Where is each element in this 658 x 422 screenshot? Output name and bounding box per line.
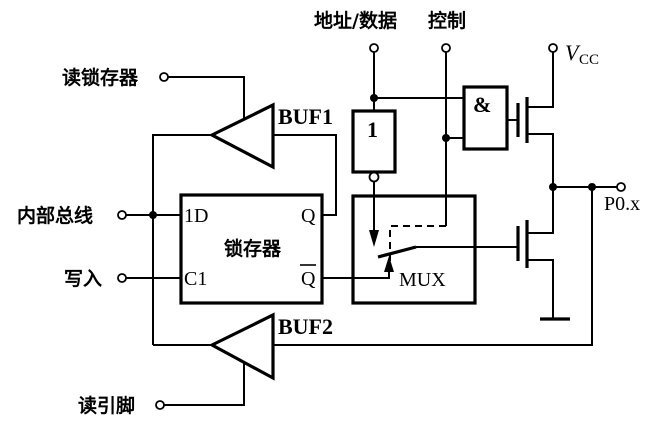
latch-q-label: Q [301,205,316,227]
buf1-label: BUF1 [278,104,333,129]
internal-bus-terminal [117,210,127,220]
write-terminal [117,273,127,283]
read-pin-terminal [155,400,165,410]
addr-data-label: 地址/数据 [314,9,397,32]
upper-fet-source [527,133,554,187]
latch-qbar-label: Q [301,268,316,290]
read-pin-wire [164,362,245,406]
bus-junction-dot [149,211,157,219]
latch-label: 锁存器 [224,237,282,260]
vcc-subscript: CC [579,52,599,68]
mux-box [351,194,477,305]
pin-feedback-wire [273,187,593,346]
lower-fet-source [527,259,554,319]
addr-data-terminal [369,43,379,53]
buf1-triangle [208,102,275,170]
lower-fet-drain [527,187,554,234]
p0x-terminal [616,182,626,192]
control-label: 控制 [428,9,466,32]
inverter-label: 1 [367,117,378,142]
vcc-terminal [548,43,558,53]
and-gate-box [462,85,509,151]
q-feedback-wire [273,134,337,216]
left-bus-wire [152,134,212,345]
control-terminal [441,43,451,53]
internal-bus-label: 内部总线 [17,204,93,227]
buf2-label: BUF2 [278,314,333,339]
read-pin-label: 读引脚 [78,394,135,417]
p0x-label: P0.x [604,193,640,215]
feedback-junction-dot [588,183,596,191]
inverter-bubble [368,171,380,183]
and-gate-label: & [473,92,491,117]
buf2-triangle [208,312,275,381]
latch-d-label: 1D [184,205,208,227]
mux-label: MUX [399,269,446,291]
mux-input-arrow-lower [384,256,394,272]
read-latch-label: 读锁存器 [62,66,139,89]
qbar-wire [322,268,390,279]
mux-control-dashed [389,225,446,262]
read-latch-terminal [159,72,169,82]
upper-fet-drain [527,52,554,108]
vcc-label: V [565,40,581,65]
mux-input-arrow [369,230,379,247]
latch-box [179,193,324,305]
read-latch-wire [168,76,245,120]
mux-switch-blade [377,245,417,259]
latch-c-label: C1 [184,268,207,290]
write-label: 写入 [64,268,102,290]
